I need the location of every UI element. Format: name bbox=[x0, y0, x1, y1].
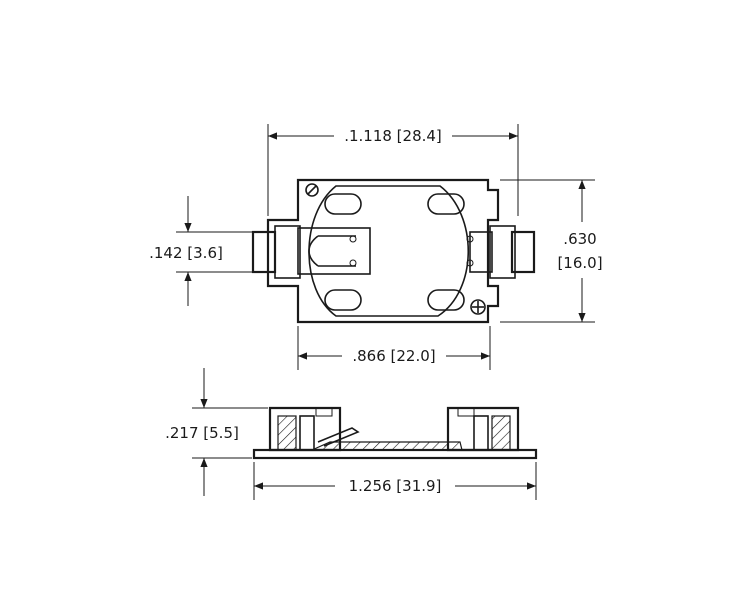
plus-symbol-icon bbox=[470, 299, 486, 315]
side-floor-hatch bbox=[311, 441, 463, 451]
dim-top-height: .630 [16.0] bbox=[500, 179, 603, 323]
dim-text-top-height-2: [16.0] bbox=[557, 254, 602, 272]
dim-contact-height: .142 [3.6] bbox=[149, 196, 252, 306]
left-rivet-top bbox=[349, 235, 357, 243]
right-terminal-tab bbox=[510, 230, 536, 274]
left-rivet-bottom bbox=[349, 259, 357, 267]
dim-top-width: .1.118 [28.4] bbox=[267, 124, 519, 216]
cell-recess bbox=[308, 185, 470, 317]
dim-inner-width: .866 [22.0] bbox=[297, 326, 491, 370]
left-spring-contact bbox=[297, 227, 371, 275]
dim-side-height: .217 [5.5] bbox=[165, 368, 268, 496]
side-right-hatch bbox=[491, 415, 511, 451]
right-rivet-top bbox=[466, 235, 474, 243]
dim-text-side-width: 1.256 [31.9] bbox=[349, 477, 442, 495]
dim-side-width: 1.256 [31.9] bbox=[253, 462, 537, 500]
minus-symbol-icon bbox=[305, 183, 319, 197]
holder-body-outline bbox=[266, 178, 500, 324]
side-left-hatch bbox=[277, 415, 297, 451]
dim-text-top-width: .1.118 [28.4] bbox=[344, 127, 442, 145]
left-terminal-tab bbox=[251, 230, 277, 274]
right-rivet-bottom bbox=[466, 259, 474, 267]
slot-bottom-right bbox=[427, 289, 465, 311]
left-terminal-block bbox=[274, 225, 301, 279]
slot-bottom-left bbox=[324, 289, 362, 311]
dim-text-contact-height: .142 [3.6] bbox=[149, 244, 223, 262]
side-spring-contact bbox=[317, 427, 360, 447]
right-contact-plate bbox=[469, 231, 493, 273]
dim-text-inner-width: .866 [22.0] bbox=[352, 347, 435, 365]
top-view bbox=[251, 178, 536, 324]
right-terminal-block bbox=[489, 225, 516, 279]
side-right-wall bbox=[446, 406, 520, 452]
dim-text-side-height: .217 [5.5] bbox=[165, 424, 239, 442]
dim-text-top-height-1: .630 bbox=[563, 230, 596, 248]
side-view bbox=[252, 406, 538, 460]
side-base-plate bbox=[252, 448, 538, 460]
slot-top-left bbox=[324, 193, 362, 215]
slot-top-right bbox=[427, 193, 465, 215]
